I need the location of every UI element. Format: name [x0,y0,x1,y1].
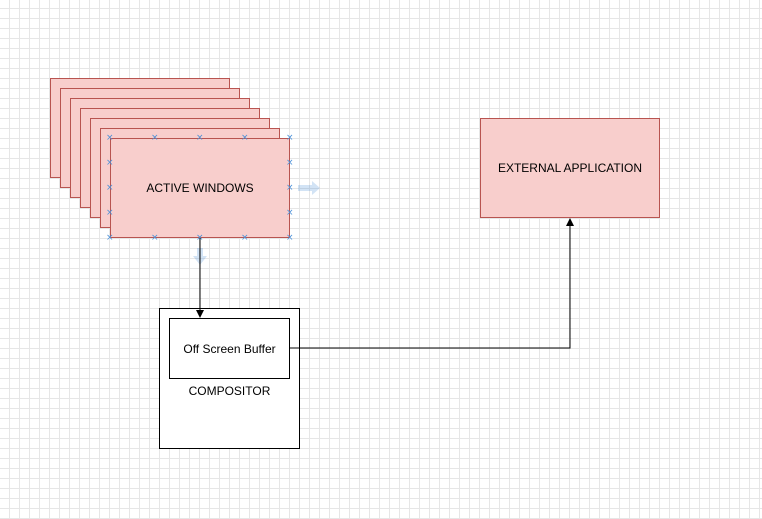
off-screen-buffer-node[interactable]: Off Screen Buffer [169,318,290,379]
selection-handle-icon[interactable]: × [241,233,249,243]
selection-handle-icon[interactable]: × [106,133,114,143]
selection-handle-icon[interactable]: × [241,133,249,143]
external-application-node[interactable]: EXTERNAL APPLICATION [480,118,660,218]
selection-handle-icon[interactable]: × [151,233,159,243]
selection-handle-icon[interactable]: × [196,133,204,143]
selection-handle-icon[interactable]: × [106,183,114,193]
selection-handle-icon[interactable]: × [286,158,294,168]
selection-handle-icon[interactable]: × [286,133,294,143]
selection-handle-icon[interactable]: × [196,233,204,243]
compositor-label: COMPOSITOR [188,384,271,398]
selection-handle-icon[interactable]: × [286,183,294,193]
edge-buffer-to-external-app[interactable] [290,218,574,349]
edge-windows-to-buffer[interactable] [196,238,204,318]
selection-handle-icon[interactable]: × [106,233,114,243]
connect-arrow-right-icon[interactable] [298,181,320,195]
selection-handle-icon[interactable]: × [106,158,114,168]
selection-handle-icon[interactable]: × [286,233,294,243]
connect-arrow-down-icon[interactable] [193,248,207,265]
external-application-label: EXTERNAL APPLICATION [497,161,643,175]
active-windows-node[interactable]: ACTIVE WINDOWS [110,138,290,238]
selection-handle-icon[interactable]: × [151,133,159,143]
off-screen-buffer-label: Off Screen Buffer [183,341,276,356]
active-windows-label: ACTIVE WINDOWS [146,181,254,195]
selection-handle-icon[interactable]: × [286,208,294,218]
selection-handle-icon[interactable]: × [106,208,114,218]
